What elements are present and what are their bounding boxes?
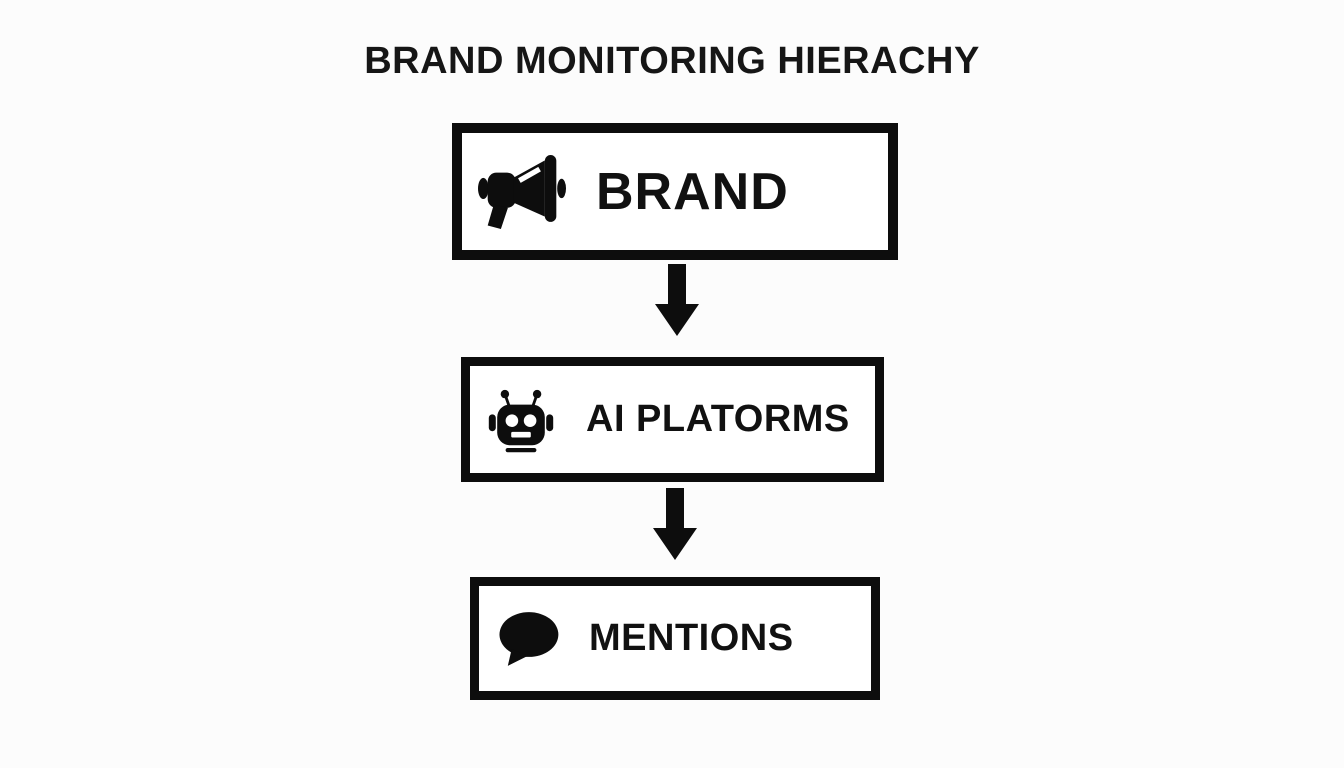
node-label: BRAND xyxy=(596,162,789,221)
diagram-title: BRAND MONITORING HIERACHY xyxy=(364,40,980,82)
node-brand: BRAND xyxy=(452,123,898,260)
arrow-down-icon xyxy=(639,488,711,560)
megaphone-icon xyxy=(478,153,566,231)
node-label: AI PLATORMS xyxy=(586,398,850,440)
node-ai-platforms: AI PLATORMS xyxy=(461,357,884,482)
node-label: MENTIONS xyxy=(589,617,794,659)
robot-icon xyxy=(486,387,556,453)
node-mentions: MENTIONS xyxy=(470,577,880,700)
arrow-down-icon xyxy=(641,264,713,336)
speech-bubble-icon xyxy=(495,610,559,668)
